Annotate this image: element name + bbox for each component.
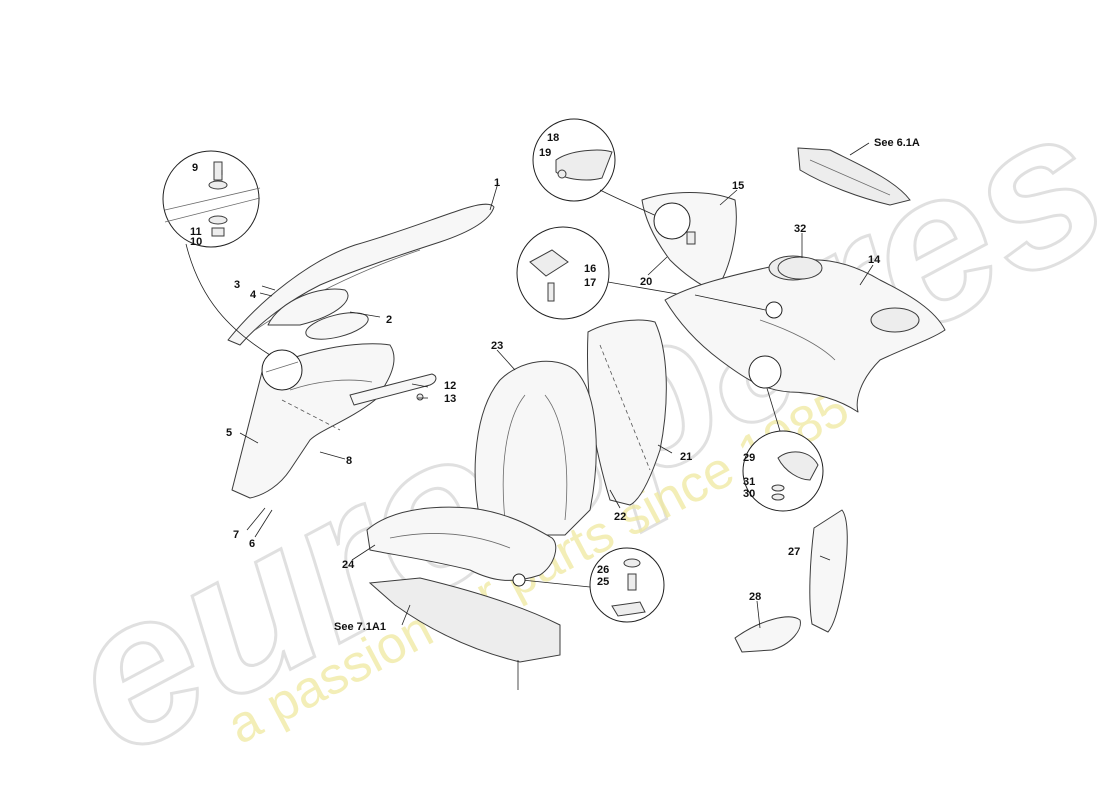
detail-callout-fasteners-18-19 — [532, 118, 691, 240]
label-31: 31 — [743, 476, 755, 488]
label-26: 26 — [597, 564, 609, 576]
part-32-speaker-cover — [777, 256, 823, 280]
label-8: 8 — [346, 455, 352, 467]
label-1: 1 — [494, 177, 500, 189]
part-28-trim-cover — [734, 616, 801, 653]
reference-see-7-1a1: See 7.1A1 — [334, 621, 386, 633]
detail-callout-fasteners-25-26 — [512, 547, 665, 623]
label-18: 18 — [547, 132, 559, 144]
reference-labels: See 6.1A See 7.1A1 — [334, 137, 920, 633]
label-23: 23 — [491, 340, 503, 352]
label-20: 20 — [640, 276, 652, 288]
label-7: 7 — [233, 529, 239, 541]
label-28: 28 — [749, 591, 761, 603]
label-5: 5 — [226, 427, 232, 439]
label-15: 15 — [732, 180, 744, 192]
label-6: 6 — [249, 538, 255, 550]
label-32: 32 — [794, 223, 806, 235]
label-3: 3 — [234, 279, 240, 291]
label-13: 13 — [444, 393, 456, 405]
part-2-speaker-grille — [267, 288, 369, 340]
label-24: 24 — [342, 559, 355, 571]
callout-labels: 1 2 3 4 5 6 7 8 9 10 11 12 13 14 15 16 1… — [190, 132, 881, 603]
part-23-seat-back — [474, 360, 597, 536]
part-24-seat-cushion — [366, 506, 557, 581]
detail-callout-fasteners-16-17 — [516, 226, 713, 320]
label-21: 21 — [680, 451, 692, 463]
label-30: 30 — [743, 488, 755, 500]
detail-callout-side-trim-clip — [261, 349, 303, 391]
detail-callout-fasteners-9-11 — [162, 150, 271, 356]
label-29: 29 — [743, 452, 755, 464]
leader-lines — [221, 142, 874, 629]
label-10: 10 — [190, 236, 202, 248]
label-2: 2 — [386, 314, 392, 326]
label-4: 4 — [250, 289, 257, 301]
reference-see-6-1a: See 6.1A — [874, 137, 920, 149]
label-27: 27 — [788, 546, 800, 558]
seat-base-tray — [368, 577, 561, 690]
label-19: 19 — [539, 147, 551, 159]
label-25: 25 — [597, 576, 609, 588]
label-17: 17 — [584, 277, 596, 289]
label-11: 11 — [190, 226, 202, 238]
label-9: 9 — [192, 162, 198, 174]
part-12-trim-strip — [349, 373, 437, 406]
label-22: 22 — [614, 511, 626, 523]
part-27-pillar-trim — [809, 509, 848, 633]
label-14: 14 — [868, 254, 881, 266]
label-12: 12 — [444, 380, 456, 392]
part-parcel-shelf-ref — [797, 147, 911, 206]
detail-callout-fasteners-29-31 — [742, 355, 824, 512]
label-16: 16 — [584, 263, 596, 275]
